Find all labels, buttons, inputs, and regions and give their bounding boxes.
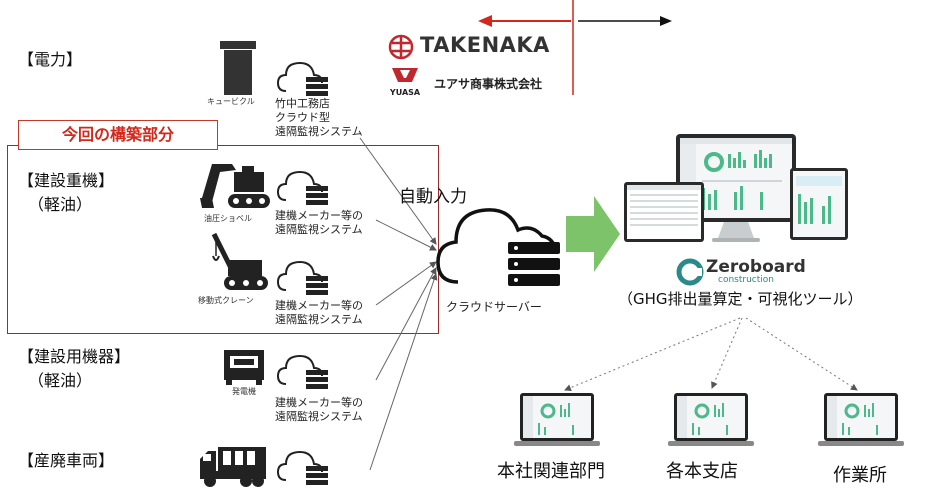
- yuasa-emblem-icon: [392, 68, 418, 82]
- highlight-region: [7, 145, 439, 334]
- highlight-label: 今回の構築部分: [18, 120, 218, 150]
- top-timeline-arrows: [478, 0, 672, 95]
- cloud-server-icon-main: [436, 208, 560, 286]
- cubicle-label: キュービクル: [207, 97, 255, 106]
- maker-system-line2: 遠隔監視システム: [275, 410, 363, 423]
- laptop-site-icon: [818, 393, 904, 446]
- maker-system-text-excavator: 建機メーカー等の 遠隔監視システム: [275, 209, 363, 237]
- cloud-server-icon-crane: [276, 260, 328, 295]
- category-waste-vehicles: 【産廃車両】: [18, 451, 115, 470]
- cloud-server-icon-excavator: [276, 170, 328, 205]
- zeroboard-brand: Zeroboard: [706, 257, 806, 277]
- output-hq-label: 本社関連部門: [497, 461, 605, 482]
- yuasa-company-name: ユアサ商事株式会社: [434, 77, 543, 91]
- maker-system-text-crane: 建機メーカー等の 遠隔監視システム: [275, 299, 363, 327]
- yuasa-logo-text: YUASA: [389, 88, 421, 97]
- zeroboard-sub: construction: [718, 275, 774, 285]
- dump-truck-icon: [200, 447, 266, 487]
- zeroboard-caption: （GHG排出量算定・可視化ツール）: [618, 290, 863, 308]
- generator-icon: [224, 350, 264, 385]
- crane-label: 移動式クレーン: [198, 296, 254, 305]
- category-construction-machinery-fuel: （軽油）: [28, 195, 93, 214]
- category-construction-equipment-fuel: （軽油）: [28, 371, 93, 390]
- category-power: 【電力】: [18, 50, 83, 69]
- generator-label: 発電機: [232, 387, 256, 396]
- takenaka-logo: [388, 34, 414, 64]
- takenaka-system-text: 竹中工務店 クラウド型 遠隔監視システム: [275, 97, 363, 139]
- zeroboard-logo-icon: [676, 258, 704, 286]
- category-construction-equipment: 【建設用機器】: [18, 347, 131, 366]
- green-flow-arrow: [566, 196, 620, 272]
- takenaka-wordmark: TAKENAKA: [420, 33, 550, 57]
- category-construction-machinery: 【建設重機】: [18, 171, 115, 190]
- cloud-server-icon-power: [276, 61, 328, 96]
- crane-icon: [211, 232, 268, 290]
- excavator-icon: [200, 164, 270, 208]
- maker-system-line1: 建機メーカー等の: [275, 209, 363, 222]
- yuasa-logo: YUASA: [388, 66, 422, 97]
- maker-system-line1: 建機メーカー等の: [275, 299, 363, 312]
- zeroboard-dashboard-image: [624, 134, 848, 242]
- cloud-server-label: クラウドサーバー: [446, 300, 542, 314]
- maker-system-line2: 遠隔監視システム: [275, 223, 363, 236]
- takenaka-system-line2: クラウド型: [275, 111, 330, 124]
- cloud-server-icon-generator: [276, 354, 328, 389]
- output-site-label: 作業所: [833, 465, 887, 486]
- maker-system-text-generator: 建機メーカー等の 遠隔監視システム: [275, 396, 363, 424]
- cloud-server-icon-truck: [276, 450, 328, 485]
- maker-system-line2: 遠隔監視システム: [275, 313, 363, 326]
- laptop-hq-icon: [514, 393, 600, 446]
- auto-input-label: 自動入力: [399, 187, 467, 207]
- takenaka-system-line1: 竹中工務店: [275, 97, 330, 110]
- laptop-branches-icon: [668, 393, 754, 446]
- excavator-label: 油圧ショベル: [204, 214, 252, 223]
- output-branches-label: 各本支店: [666, 461, 738, 482]
- maker-system-line1: 建機メーカー等の: [275, 396, 363, 409]
- takenaka-system-line3: 遠隔監視システム: [275, 125, 363, 138]
- cubicle-icon: [220, 41, 256, 95]
- takenaka-emblem-icon: [388, 34, 414, 60]
